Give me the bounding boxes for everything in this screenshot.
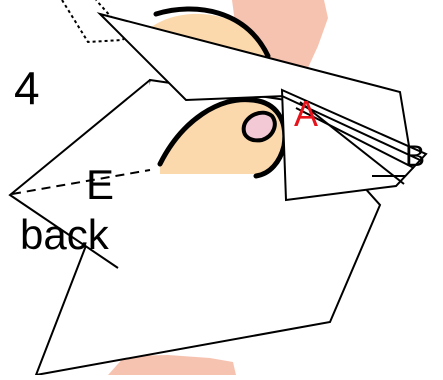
point-e-label: E bbox=[86, 161, 114, 208]
step-number: 4 bbox=[14, 62, 40, 114]
fingernail-icon bbox=[244, 113, 275, 141]
back-side-label: back bbox=[20, 211, 110, 258]
point-b-label: B bbox=[405, 140, 425, 173]
point-a-label: A bbox=[294, 93, 318, 134]
